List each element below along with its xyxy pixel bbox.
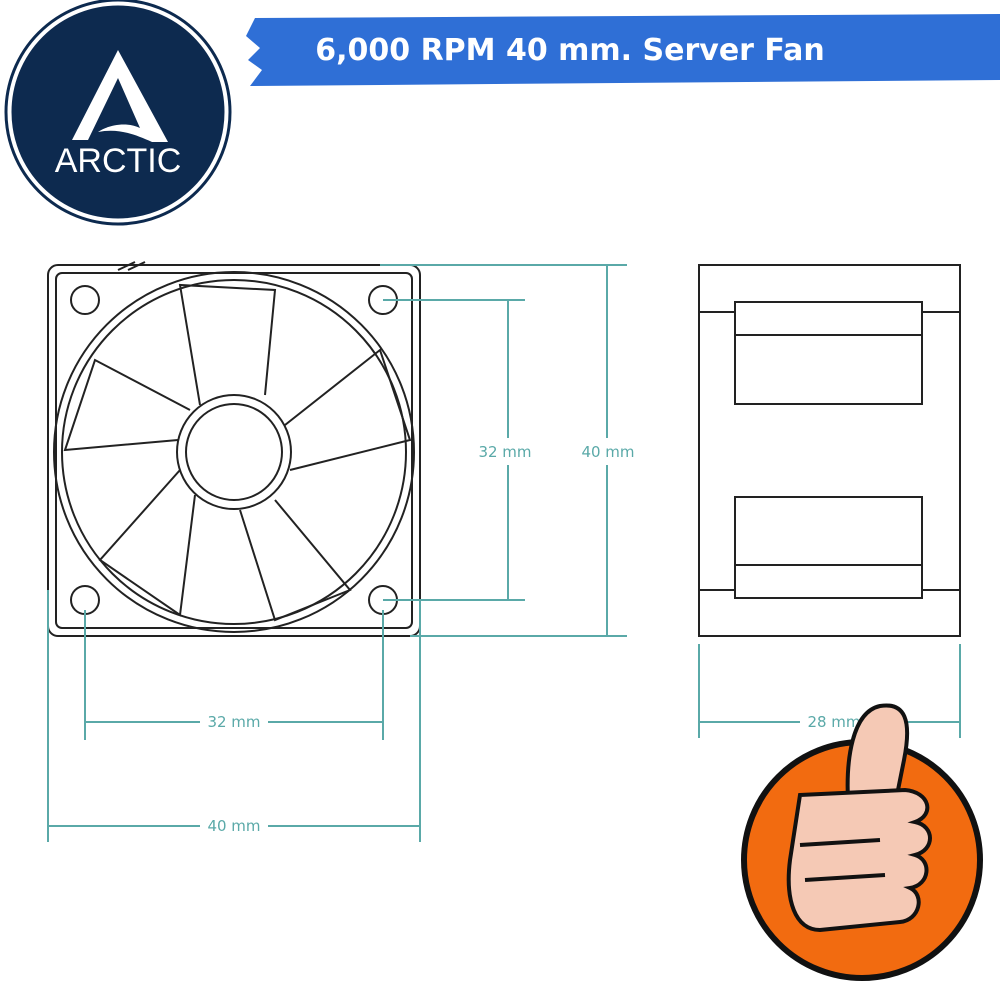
dim-label-28mm-depth: 28 mm (807, 713, 860, 731)
dim-label-40mm-width: 40 mm (207, 817, 260, 835)
mount-hole (70, 285, 100, 315)
fan-front-view (47, 261, 421, 637)
thumbs-up-icon (786, 703, 932, 933)
logo-text: ARCTIC (55, 142, 182, 180)
banner-title: 6,000 RPM 40 mm. Server Fan (315, 33, 825, 68)
dim-label-32mm-vertical: 32 mm (478, 443, 531, 461)
mount-hole (70, 585, 100, 615)
arctic-logo: ARCTIC (4, 0, 232, 226)
dim-label-32mm-horizontal: 32 mm (207, 713, 260, 731)
dim-label-40mm-height: 40 mm (581, 443, 634, 461)
fan-side-view (698, 264, 961, 637)
fan-hub (176, 394, 292, 510)
fan-blades (63, 283, 412, 622)
arctic-a-icon (72, 50, 168, 142)
title-banner: 6,000 RPM 40 mm. Server Fan (246, 14, 1000, 86)
dimension-lines (47, 264, 961, 842)
thumbs-up-badge (741, 703, 983, 981)
